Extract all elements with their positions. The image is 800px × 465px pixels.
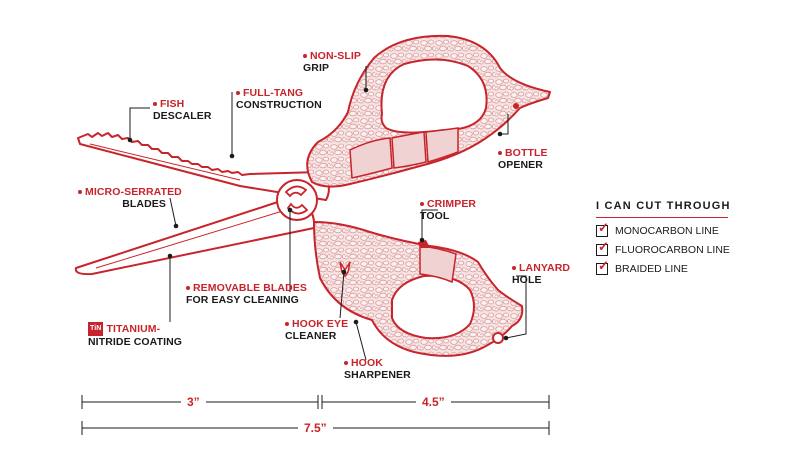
label-hook-sharpener: HOOK SHARPENER	[344, 357, 411, 381]
bullet-dot	[498, 151, 502, 156]
leader-fish-descaler	[129, 107, 150, 140]
cut-item-fluorocarbon: ✓ FLUOROCARBON LINE	[596, 240, 730, 256]
pivot-cam-bottom	[286, 202, 309, 215]
label-lanyard: LANYARD HOLE	[512, 262, 570, 286]
leader-crimper	[421, 209, 438, 240]
label-full-tang: FULL-TANG CONSTRUCTION	[236, 87, 322, 111]
checkbox-icon: ✓	[596, 221, 609, 237]
leader-hook-eye	[339, 271, 345, 319]
cut-item-label: MONOCARBON LINE	[615, 225, 719, 237]
bottle-opener-line2: OPENER	[498, 159, 543, 171]
removable-blades-line1: REMOVABLE BLADES	[193, 282, 307, 294]
lower-handle-finger-hole	[391, 274, 475, 340]
leader-lines	[129, 66, 527, 361]
hook-sharpener-line2: SHARPENER	[344, 369, 411, 381]
bullet-dot	[344, 361, 348, 366]
non-slip-line1: NON-SLIP	[310, 50, 361, 62]
pivot-cam-top	[284, 185, 308, 198]
label-crimper: CRIMPER TOOL	[420, 198, 476, 222]
dim-label-handle: 4.5”	[416, 395, 451, 409]
lanyard-line1: LANYARD	[519, 262, 571, 274]
bullet-dot	[78, 190, 82, 195]
fish-descaler-line2: DESCALER	[153, 110, 212, 122]
micro-serrated-line2: BLADES	[122, 198, 166, 210]
lower-grip-band	[419, 245, 457, 284]
check-icon: ✓	[598, 220, 609, 235]
lanyard-hole	[492, 332, 504, 344]
label-fish-descaler: FISH DESCALER	[153, 98, 212, 122]
label-removable-blades: REMOVABLE BLADES FOR EASY CLEANING	[186, 282, 307, 306]
leader-dots	[127, 87, 509, 341]
hook-eye-line2: CLEANER	[285, 330, 337, 342]
micro-serrated-line1: MICRO-SERRATED	[85, 186, 182, 198]
bullet-dot	[285, 322, 289, 327]
hook-eye-line1: HOOK EYE	[292, 318, 349, 330]
full-tang-line2: CONSTRUCTION	[236, 99, 322, 111]
hook-sharpener-line1: HOOK	[351, 357, 383, 369]
crimper-line1: CRIMPER	[427, 198, 477, 210]
lower-blade-edge	[95, 209, 287, 269]
upper-grip-band-1	[349, 137, 393, 179]
label-non-slip: NON-SLIP GRIP	[303, 50, 361, 74]
dim-label-blade: 3”	[181, 395, 206, 409]
cut-through-panel: I CAN CUT THROUGH ✓ MONOCARBON LINE ✓ FL…	[596, 200, 730, 275]
titanium-line1: TITANIUM-	[106, 322, 161, 335]
crimper-line2: TOOL	[420, 210, 450, 222]
check-icon: ✓	[598, 239, 609, 254]
bullet-dot	[420, 202, 424, 207]
label-bottle-opener: BOTTLE OPENER	[498, 147, 548, 171]
cut-item-monocarbon: ✓ MONOCARBON LINE	[596, 221, 728, 237]
tin-badge: TiN	[88, 322, 104, 336]
cut-through-title: I CAN CUT THROUGH	[596, 200, 729, 218]
bullet-dot	[303, 54, 307, 59]
bullet-dot	[153, 102, 157, 107]
cut-item-label: BRAIDED LINE	[615, 263, 688, 275]
label-micro-serrated: MICRO-SERRATED BLADES	[78, 186, 182, 210]
bottle-opener-notch	[513, 103, 519, 109]
full-tang-line1: FULL-TANG	[243, 87, 304, 99]
upper-grip-band-2	[391, 131, 427, 169]
leader-hook-sharpener	[355, 321, 367, 361]
leader-lanyard	[505, 275, 527, 339]
removable-blades-line2: FOR EASY CLEANING	[186, 294, 299, 306]
bullet-dot	[512, 266, 516, 271]
fish-descaler-line1: FISH	[160, 98, 185, 110]
lanyard-line2: HOLE	[512, 274, 542, 286]
leader-micro-serrated	[169, 197, 177, 227]
dim-label-total: 7.5”	[298, 421, 333, 435]
non-slip-line2: GRIP	[303, 62, 330, 74]
check-icon: ✓	[598, 258, 609, 273]
upper-blade-edge	[89, 143, 241, 181]
bullet-dot	[236, 91, 240, 96]
crimper-notch	[418, 240, 430, 248]
cut-item-braided: ✓ BRAIDED LINE	[596, 259, 728, 275]
checkbox-icon: ✓	[596, 259, 609, 275]
leader-bottle-opener	[500, 114, 509, 135]
bottle-opener-line1: BOTTLE	[505, 147, 548, 159]
upper-handle-finger-hole	[380, 58, 488, 134]
cut-item-label: FLUOROCARBON LINE	[615, 244, 730, 256]
label-hook-eye: HOOK EYE CLEANER	[285, 318, 348, 342]
upper-grip-band-3	[425, 127, 459, 163]
checkbox-icon: ✓	[596, 240, 609, 256]
titanium-line2: NITRIDE COATING	[88, 336, 183, 348]
bullet-dot	[186, 286, 190, 291]
